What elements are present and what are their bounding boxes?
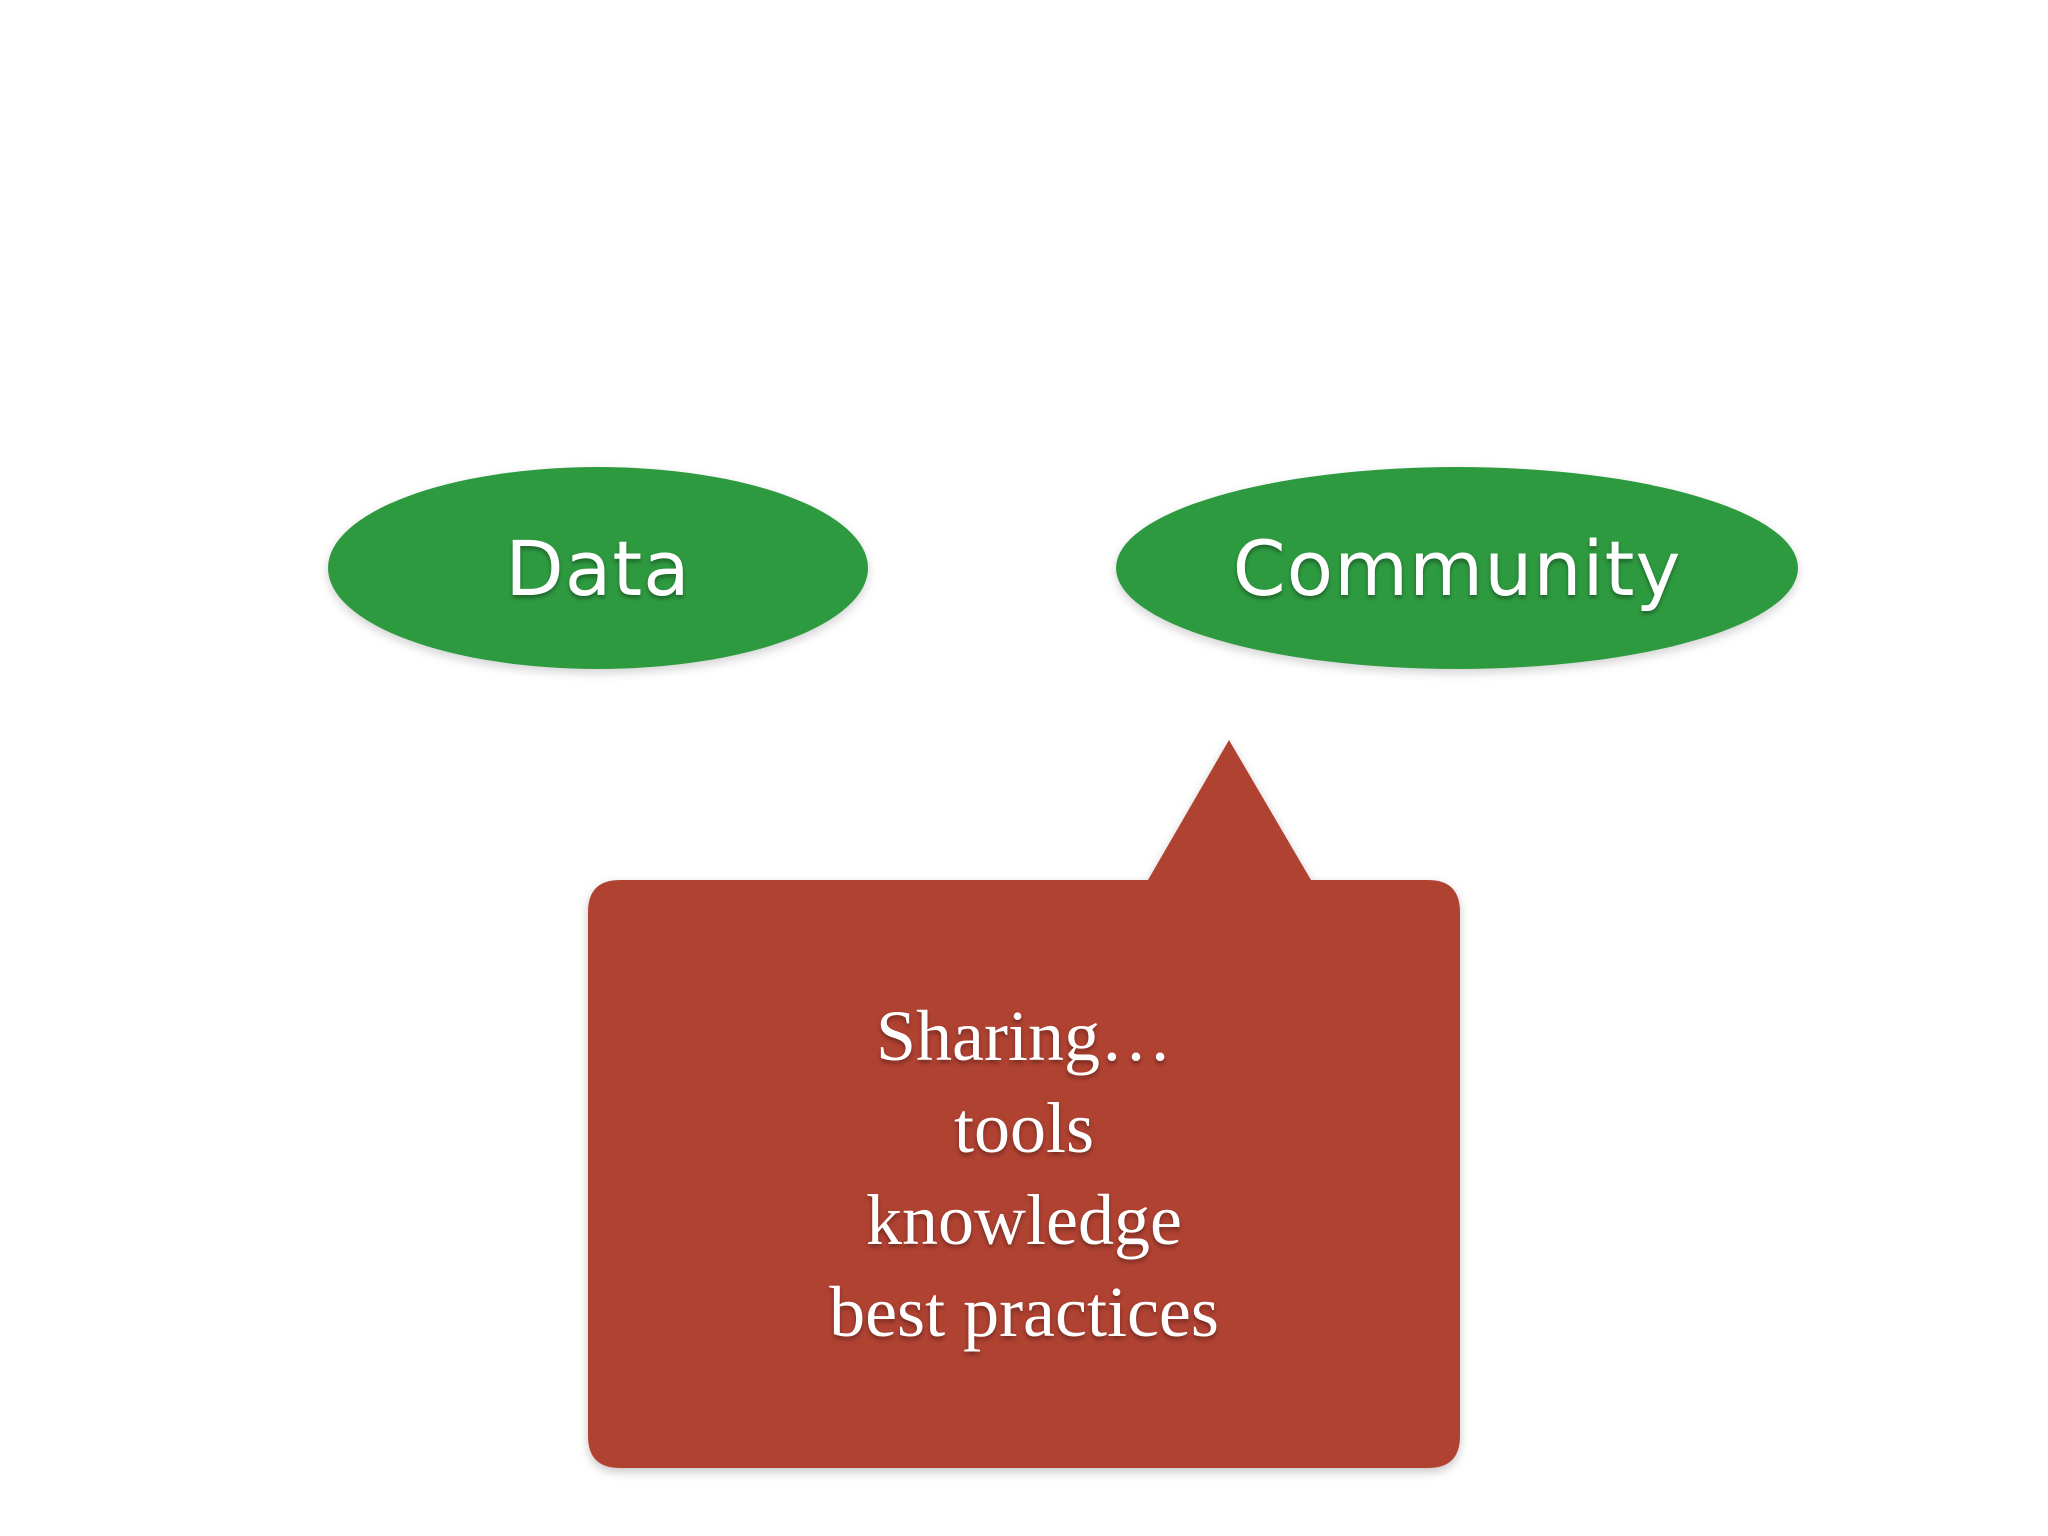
community-node-label: Community — [1232, 523, 1682, 613]
callout-line-tools: tools — [953, 1088, 1095, 1168]
callout-line-knowledge: knowledge — [866, 1180, 1182, 1260]
callout-shape — [588, 740, 1460, 1468]
data-node-label: Data — [505, 523, 691, 613]
data-node: Data — [328, 467, 868, 669]
callout-text: Sharing… tools knowledge best practices — [588, 880, 1460, 1468]
callout-line-best-practices: best practices — [829, 1272, 1219, 1352]
callout-line-sharing: Sharing… — [876, 996, 1172, 1076]
community-node: Community — [1116, 467, 1798, 669]
